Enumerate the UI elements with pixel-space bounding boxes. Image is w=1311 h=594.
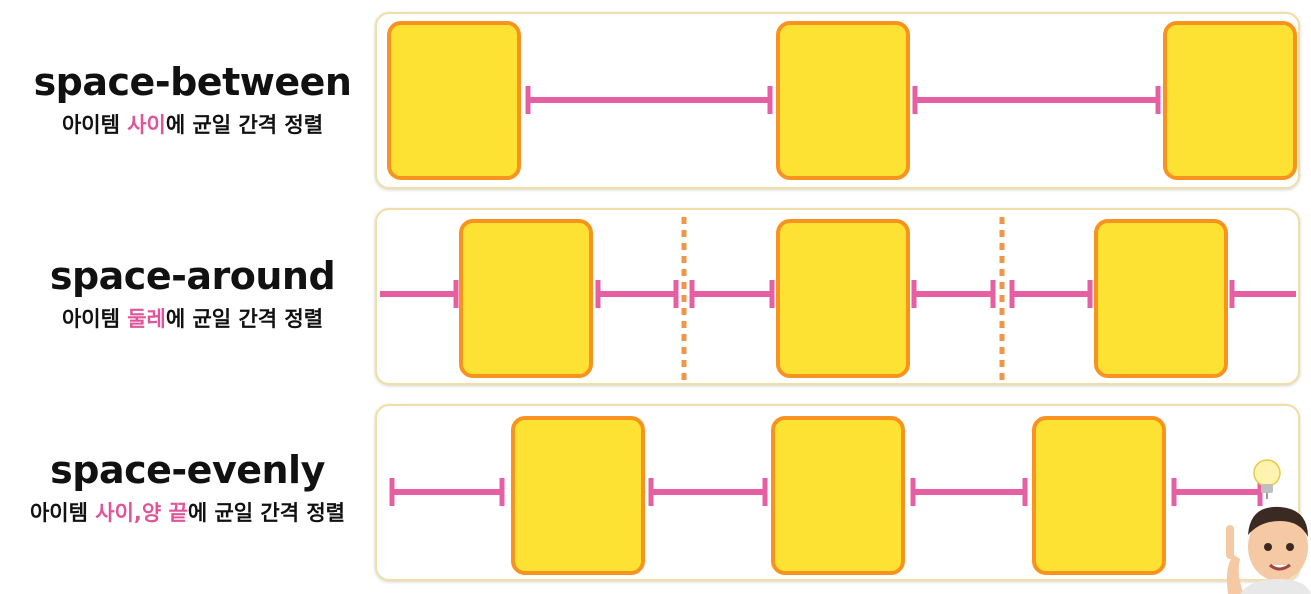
gap-markers (380, 86, 1296, 506)
gap-marker (380, 280, 459, 308)
title-space-between: space-between (33, 60, 352, 104)
desc-highlight: 둘레 (127, 307, 166, 331)
flex-item (1032, 416, 1166, 575)
desc-space-around: 아이템 둘레에 균일 간격 정렬 (61, 307, 324, 331)
gap-marker (912, 86, 1161, 114)
gap-marker (389, 478, 505, 506)
lightbulb-icon (1253, 459, 1281, 499)
flex-item (387, 21, 521, 180)
flex-item (776, 21, 910, 180)
gap-marker (1009, 280, 1093, 308)
desc-space-evenly: 아이템 사이,양 끝에 균일 간격 정렬 (29, 501, 346, 525)
gap-marker (525, 86, 773, 114)
gap-marker (648, 478, 768, 506)
flex-item (776, 219, 910, 378)
flex-item (1094, 219, 1228, 378)
row-space-between-label: space-between 아이템 사이에 균일 간격 정렬 (5, 60, 380, 138)
title-space-evenly: space-evenly (50, 448, 325, 492)
flex-item (459, 219, 593, 378)
dividers (681, 217, 1005, 384)
flex-item (771, 416, 905, 575)
row-space-around-label: space-around 아이템 둘레에 균일 간격 정렬 (5, 254, 380, 332)
desc-highlight: 사이 (127, 113, 166, 137)
flex-items (387, 21, 1297, 575)
flex-item (511, 416, 645, 575)
title-space-around: space-around (49, 254, 336, 298)
gap-marker (689, 280, 775, 308)
row-space-evenly-label: space-evenly 아이템 사이,양 끝에 균일 간격 정렬 (0, 448, 375, 526)
flex-item (1163, 21, 1297, 180)
gap-marker (1229, 280, 1296, 308)
gap-marker (910, 478, 1028, 506)
gap-marker (911, 280, 996, 308)
memoji-avatar-icon (1226, 459, 1311, 594)
gap-marker (595, 280, 679, 308)
desc-space-between: 아이템 사이에 균일 간격 정렬 (61, 113, 324, 137)
desc-highlight: 사이,양 끝 (95, 501, 188, 525)
